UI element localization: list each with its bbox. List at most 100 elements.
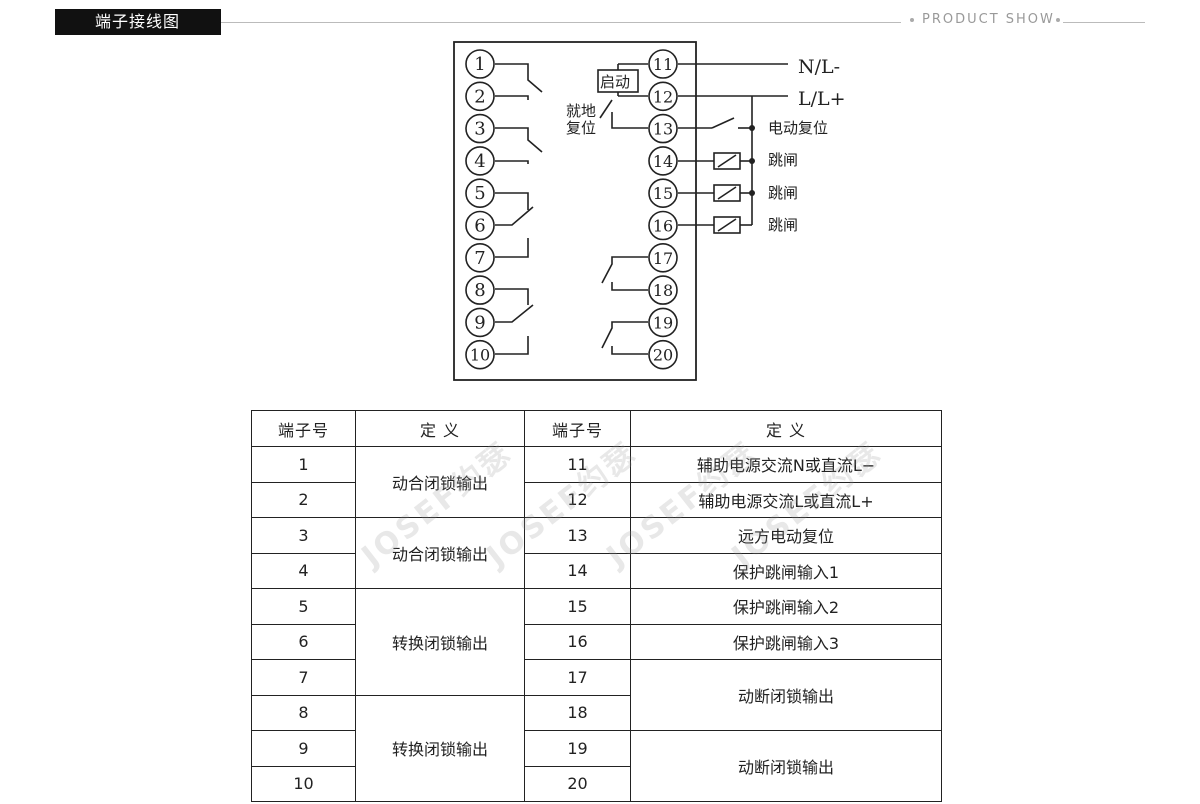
terminal-number-10: 10 <box>470 346 490 365</box>
terminal-number-7: 7 <box>474 248 485 269</box>
terminal-circle-15 <box>648 178 678 208</box>
table-row: 5 转换闭锁输出 15 保护跳闸输入2 <box>251 588 942 696</box>
header-divider-left <box>221 22 901 23</box>
terminal-circle-2 <box>465 81 495 112</box>
terminal-group-def: 动合闭锁输出 <box>355 517 525 589</box>
table-row: 10 20 <box>251 765 942 802</box>
terminal-number-8: 8 <box>474 280 485 301</box>
terminal-number-4: 4 <box>474 151 485 172</box>
terminal-circle-5 <box>465 178 495 208</box>
terminal-number-20: 20 <box>653 346 673 365</box>
terminal-circle-1 <box>465 49 495 79</box>
terminal-no: 4 <box>251 552 356 589</box>
terminal-no: 20 <box>524 765 631 802</box>
terminal-number-9: 9 <box>474 312 485 333</box>
right-internal <box>597 63 648 355</box>
terminal-number-1: 1 <box>474 54 485 75</box>
terminal-circle-6 <box>465 210 495 241</box>
terminal-def: 保护跳闸输入1 <box>630 552 942 589</box>
terminal-number-12: 12 <box>653 87 673 106</box>
terminal-circle-9 <box>465 307 495 338</box>
terminal-group-def: 动断闭锁输出 <box>630 730 942 802</box>
relay-body <box>453 41 697 381</box>
table-row: 3 动合闭锁输出 13 远方电动复位 <box>251 517 942 589</box>
terminal-no: 18 <box>524 694 631 731</box>
terminal-circle-19 <box>648 307 678 338</box>
terminal-number-5: 5 <box>474 183 485 204</box>
terminal-no: 7 <box>251 659 356 696</box>
header-terminal-no-left: 端子号 <box>251 410 356 447</box>
trip-label-1: 跳闸 <box>768 151 798 169</box>
local-reset-label-1: 就地 <box>566 102 596 120</box>
table-row: 1 动合闭锁输出 11 辅助电源交流N或直流L− <box>251 446 942 518</box>
terminal-circle-17 <box>648 242 678 273</box>
terminal-no: 15 <box>524 588 631 625</box>
table-row: 2 12 辅助电源交流L或直流L+ <box>251 481 942 518</box>
header-dot-left <box>910 18 914 22</box>
l-l-plus-label: L/L+ <box>798 88 846 110</box>
terminal-circle-3 <box>465 113 495 144</box>
terminal-no: 10 <box>251 765 356 802</box>
terminal-circle-10 <box>465 339 495 370</box>
product-show-label: PRODUCT SHOW <box>922 12 1055 27</box>
header-terminal-no-right: 端子号 <box>524 410 631 447</box>
terminal-no: 5 <box>251 588 356 625</box>
header-dot-right <box>1056 18 1060 22</box>
terminal-circle-20 <box>648 339 678 370</box>
table-row: 6 16 保护跳闸输入3 <box>251 623 942 660</box>
terminal-circle-16 <box>648 210 678 241</box>
start-label: 启动 <box>600 73 630 91</box>
terminal-no: 2 <box>251 481 356 518</box>
terminal-group-def: 转换闭锁输出 <box>355 694 525 802</box>
terminal-group-def: 动合闭锁输出 <box>355 446 525 518</box>
n-l-minus-label: N/L- <box>798 56 840 78</box>
terminal-circle-12 <box>648 81 678 112</box>
terminal-no: 17 <box>524 659 631 696</box>
terminal-number-2: 2 <box>474 86 485 107</box>
table-header-row: 端子号 定 义 端子号 定 义 <box>251 410 942 447</box>
terminal-circle-7 <box>465 242 495 273</box>
trip-label-3: 跳闸 <box>768 216 798 234</box>
junction-dots <box>749 125 755 196</box>
terminal-def: 辅助电源交流N或直流L− <box>630 446 942 483</box>
terminal-no: 11 <box>524 446 631 483</box>
terminal-number-16: 16 <box>653 217 673 236</box>
terminal-number-14: 14 <box>653 152 673 171</box>
terminal-number-13: 13 <box>653 120 673 139</box>
table-row: 4 14 保护跳闸输入1 <box>251 552 942 589</box>
left-contacts <box>495 63 543 355</box>
table-row: 8 转换闭锁输出 18 <box>251 694 942 802</box>
terminal-no: 19 <box>524 730 631 767</box>
terminal-def: 保护跳闸输入3 <box>630 623 942 660</box>
terminal-no: 8 <box>251 694 356 731</box>
terminal-no: 14 <box>524 552 631 589</box>
terminal-number-11: 11 <box>653 55 673 74</box>
terminal-circle-4 <box>465 146 495 176</box>
left-terminal-group: 1 2 3 4 5 6 7 8 9 10 <box>465 49 495 370</box>
terminal-number-6: 6 <box>474 216 485 237</box>
terminal-no: 1 <box>251 446 356 483</box>
terminal-number-17: 17 <box>653 249 673 268</box>
header-definition-right: 定 义 <box>630 410 942 447</box>
table-row: 7 17 动断闭锁输出 <box>251 659 942 731</box>
terminal-def: 保护跳闸输入2 <box>630 588 942 625</box>
external-wiring <box>678 63 788 234</box>
terminal-circle-18 <box>648 275 678 305</box>
terminal-def: 辅助电源交流L或直流L+ <box>630 481 942 518</box>
header-definition-left: 定 义 <box>355 410 525 447</box>
local-reset-label-2: 复位 <box>566 119 596 137</box>
terminal-circle-13 <box>648 113 678 144</box>
terminal-number-19: 19 <box>653 313 673 332</box>
header-divider-right <box>1063 22 1145 23</box>
terminal-no: 9 <box>251 730 356 767</box>
terminal-group-def: 转换闭锁输出 <box>355 588 525 696</box>
trip-label-2: 跳闸 <box>768 184 798 202</box>
terminal-number-15: 15 <box>653 184 673 203</box>
terminal-circle-8 <box>465 275 495 305</box>
terminal-definition-table: 端子号 定 义 端子号 定 义 1 动合闭锁输出 11 辅助电源交流N或直流L−… <box>251 410 942 802</box>
terminal-no: 16 <box>524 623 631 660</box>
terminal-def: 远方电动复位 <box>630 517 942 554</box>
terminal-group-def: 动断闭锁输出 <box>630 659 942 731</box>
terminal-number-3: 3 <box>474 119 485 140</box>
